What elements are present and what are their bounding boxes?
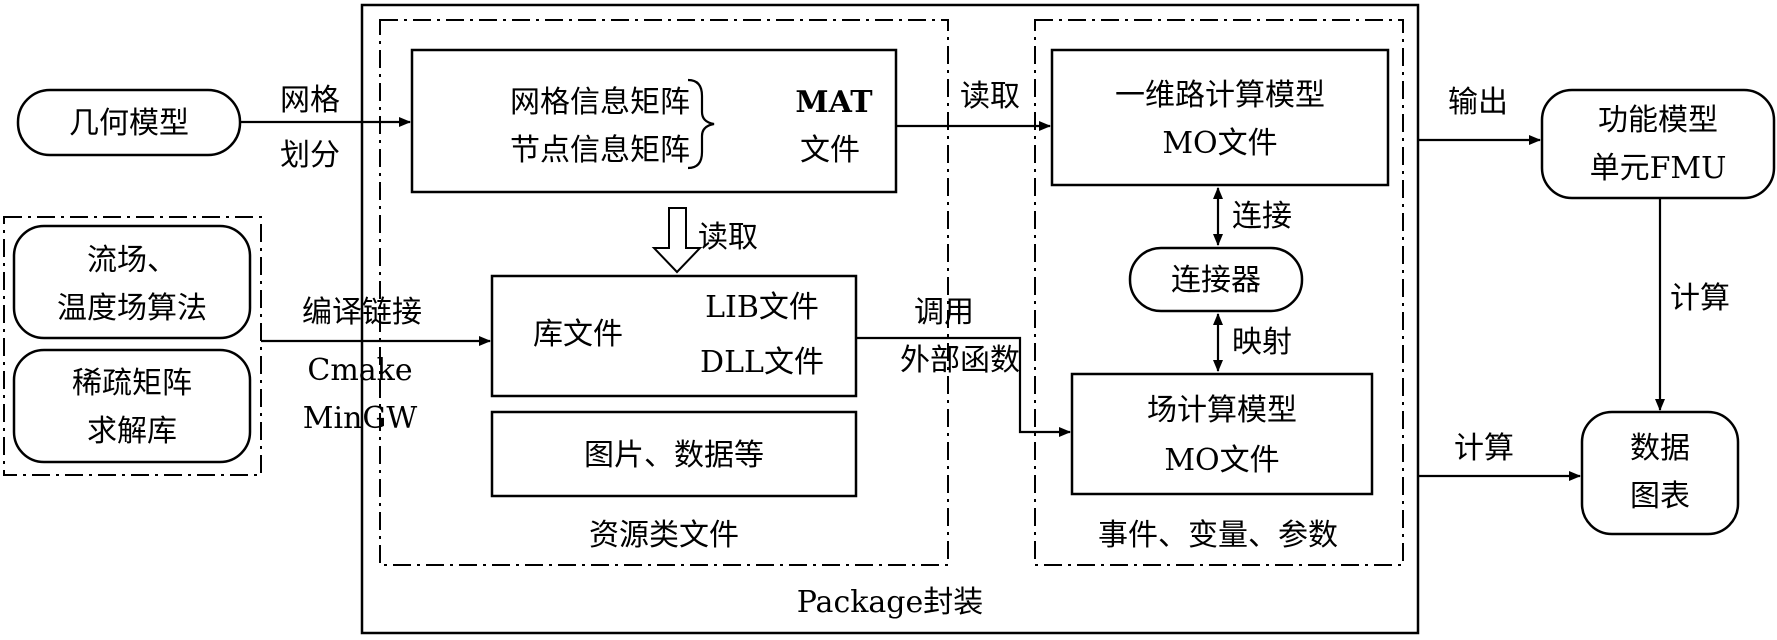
mesh-label-2: 划分 — [280, 138, 340, 173]
mingw-label: MinGW — [303, 401, 418, 436]
data-chart-node — [1580, 410, 1740, 536]
library-file-node — [490, 274, 858, 398]
read-right-label: 读取 — [960, 79, 1020, 114]
flow-algorithm-label-2: 温度场算法 — [57, 291, 207, 326]
connector-node — [1128, 246, 1304, 313]
mapping-label: 映射 — [1232, 325, 1292, 360]
resource-files-label: 资源类文件 — [589, 518, 739, 553]
node-info-matrix: 节点信息矩阵 — [510, 133, 690, 168]
flow-algorithm-label-1: 流场、 — [87, 243, 177, 278]
model-group-frame — [1034, 19, 1404, 566]
connect-label: 连接 — [1232, 199, 1292, 234]
curly-brace — [687, 78, 715, 170]
dll-file-label: DLL文件 — [700, 345, 824, 380]
mat-file-node — [410, 48, 898, 194]
events-vars-label: 事件、变量、参数 — [1098, 518, 1338, 553]
fmu-node — [1540, 88, 1776, 200]
sparse-solver-label-2: 求解库 — [87, 414, 177, 449]
mat-label: MAT — [795, 85, 873, 120]
data-chart-label-1: 数据 — [1630, 431, 1690, 466]
algorithm-group-frame — [3, 216, 262, 476]
output-label: 输出 — [1448, 85, 1508, 120]
field-model-label-2: MO文件 — [1164, 443, 1279, 478]
package-label: Package封装 — [797, 585, 984, 620]
call-label-2: 外部函数 — [900, 343, 1020, 378]
sparse-solver-node — [12, 348, 252, 464]
compute-right-label: 计算 — [1454, 431, 1514, 466]
library-label: 库文件 — [533, 317, 623, 352]
connector-label: 连接器 — [1171, 263, 1261, 298]
lib-file-label: LIB文件 — [705, 290, 819, 325]
call-external-arrow — [856, 336, 1071, 437]
mesh-label-1: 网格 — [280, 83, 340, 118]
one-dim-model-node — [1050, 48, 1390, 187]
data-chart-label-2: 图表 — [1630, 479, 1690, 514]
geometry-model-label: 几何模型 — [69, 106, 189, 141]
call-label-1: 调用 — [914, 295, 974, 330]
one-dim-model-label-2: MO文件 — [1162, 126, 1277, 161]
cmake-label: Cmake — [307, 353, 412, 388]
sparse-solver-label-1: 稀疏矩阵 — [72, 366, 192, 401]
one-dim-model-label-1: 一维路计算模型 — [1115, 78, 1325, 113]
compile-label: 编译链接 — [302, 295, 422, 330]
mat-file-label: 文件 — [800, 133, 860, 168]
compute-down-label: 计算 — [1670, 281, 1730, 316]
field-model-label-1: 场计算模型 — [1147, 393, 1297, 428]
flow-algorithm-node — [12, 224, 252, 340]
images-data-label: 图片、数据等 — [584, 438, 764, 473]
images-data-node — [490, 410, 858, 498]
read-down-label: 读取 — [698, 220, 758, 255]
mesh-info-matrix: 网格信息矩阵 — [510, 85, 690, 120]
resource-group-frame — [379, 19, 949, 566]
fmu-label-2: 单元FMU — [1590, 151, 1727, 186]
field-model-node — [1070, 372, 1374, 496]
read-down-arrow — [651, 207, 703, 274]
fmu-label-1: 功能模型 — [1598, 103, 1718, 138]
